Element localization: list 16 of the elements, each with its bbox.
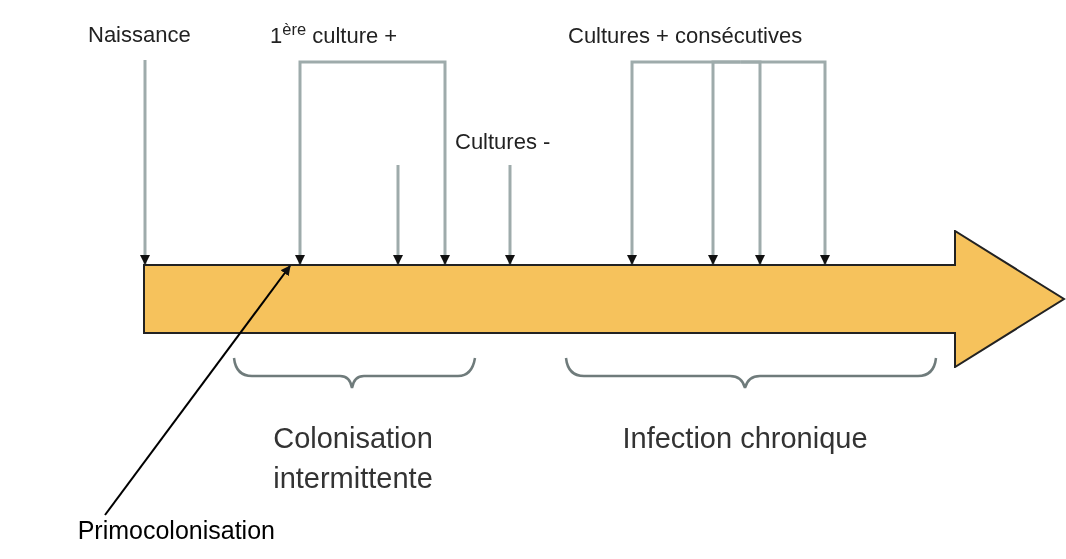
phase-label: Infection chronique [621,421,869,456]
arrow [505,165,515,265]
leader-arrow [104,265,291,516]
event-label: Cultures - [455,127,551,156]
arrow [708,60,741,265]
event-label: Naissance [88,21,191,49]
event-label: Primocolonisation [77,515,275,546]
event-label: Cultures + consécutives [568,22,803,50]
phase-label: Colonisation intermittente [272,421,434,496]
arrow [140,60,150,265]
timeline-arrow [143,230,1066,368]
arrow [295,60,375,265]
arrow [393,165,403,265]
arrow [375,60,450,265]
arrow [740,60,830,265]
event-label: 1$^{ère}$ culture + [270,22,398,50]
